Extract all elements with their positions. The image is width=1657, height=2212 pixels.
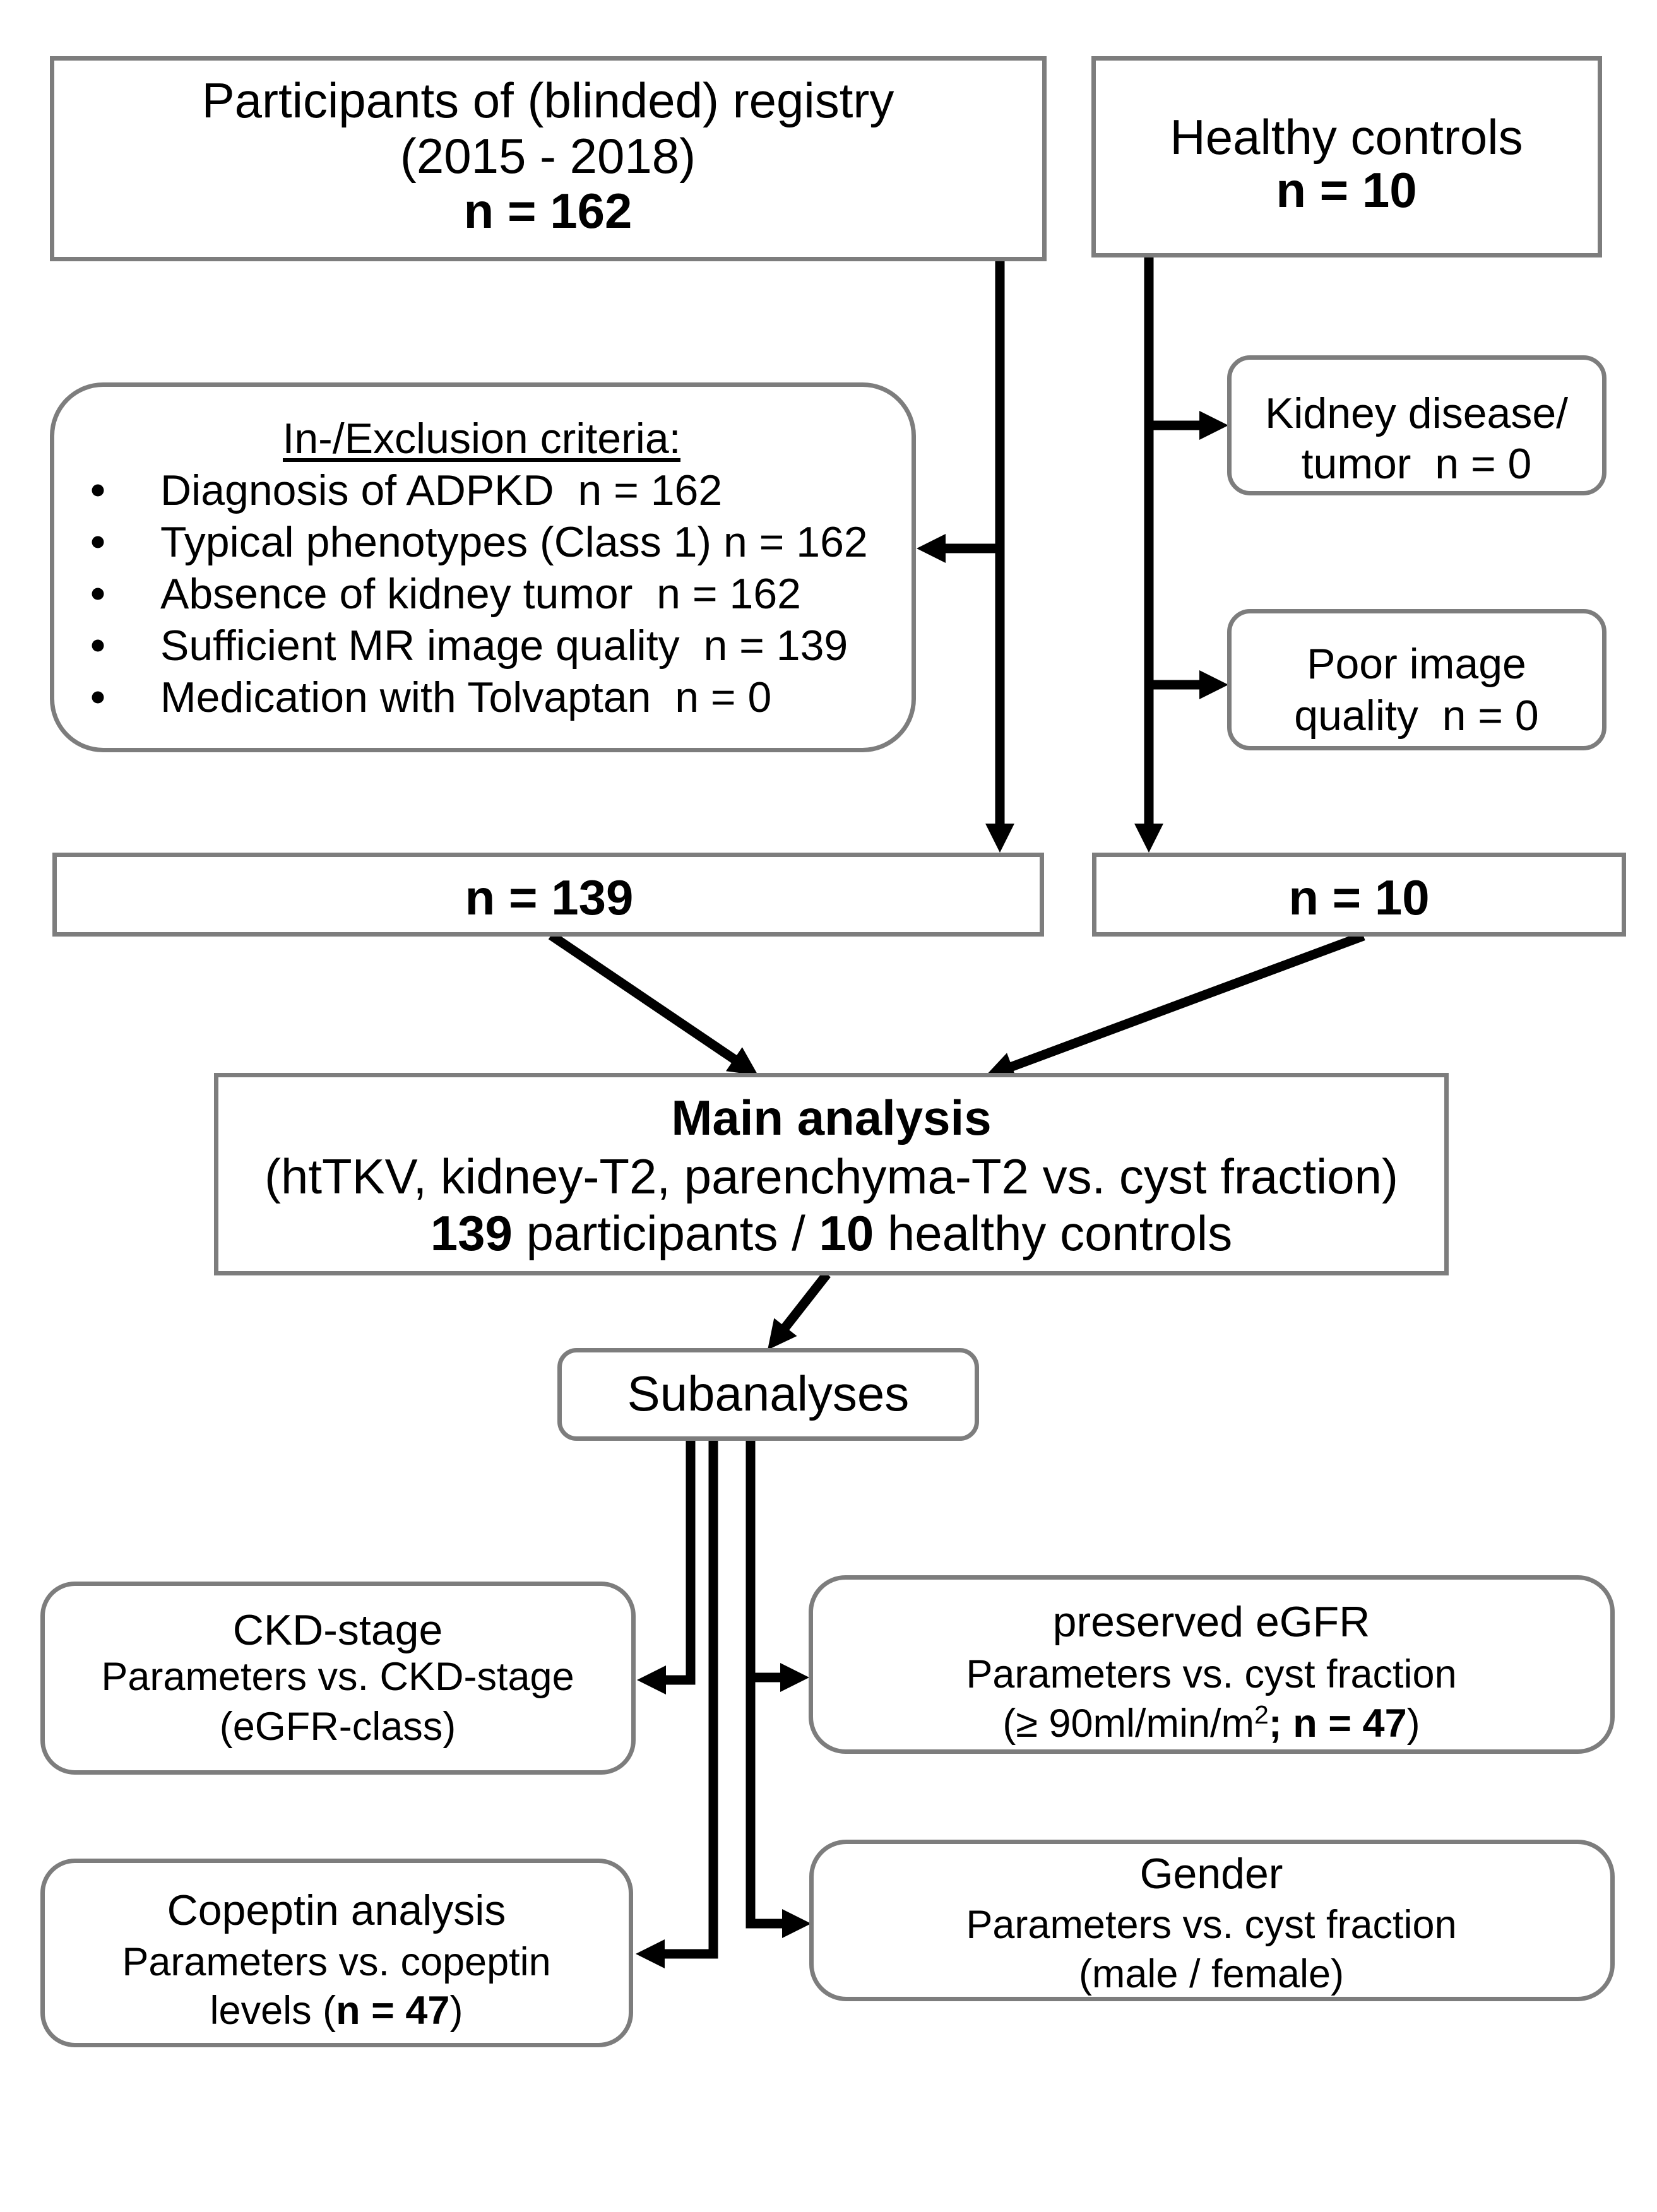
svg-text:Parameters vs. cyst fraction: Parameters vs. cyst fraction: [966, 1903, 1456, 1947]
svg-text:Participants of (blinded) regi: Participants of (blinded) registry: [202, 73, 894, 128]
svg-text:(≥ 90ml/min/m2; n = 47): (≥ 90ml/min/m2; n = 47): [1002, 1700, 1420, 1746]
svg-text:quality n = 0: quality n = 0: [1294, 692, 1538, 740]
svg-text:tumor n = 0: tumor n = 0: [1302, 440, 1532, 488]
svg-text:CKD-stage: CKD-stage: [233, 1606, 443, 1654]
svg-text:Diagnosis of ADPKD n = 162: Diagnosis of ADPKD n = 162: [160, 466, 722, 514]
svg-text:n = 10: n = 10: [1276, 162, 1416, 218]
svg-text:levels (n = 47): levels (n = 47): [210, 1989, 463, 2033]
svg-text:(eGFR-class): (eGFR-class): [220, 1705, 456, 1749]
svg-text:n = 10: n = 10: [1288, 870, 1429, 925]
svg-text:Parameters vs. cyst fraction: Parameters vs. cyst fraction: [966, 1652, 1456, 1696]
svg-text:Healthy controls: Healthy controls: [1170, 109, 1523, 165]
svg-text:Main analysis: Main analysis: [671, 1090, 991, 1145]
svg-text:Medication with Tolvaptan n =: Medication with Tolvaptan n = 0: [160, 673, 771, 721]
svg-text:Poor image: Poor image: [1307, 640, 1526, 688]
svg-text:Parameters vs. CKD-stage: Parameters vs. CKD-stage: [101, 1655, 574, 1699]
svg-text:Parameters vs. copeptin: Parameters vs. copeptin: [122, 1940, 550, 1984]
svg-text:Sufficient MR image quality n: Sufficient MR image quality n = 139: [160, 622, 848, 670]
svg-text:Kidney disease/: Kidney disease/: [1265, 389, 1568, 437]
svg-text:139 participants / 10 healthy: 139 participants / 10 healthy controls: [431, 1205, 1232, 1261]
svg-text:Typical phenotypes (Class 1) n: Typical phenotypes (Class 1) n = 162: [160, 518, 868, 566]
svg-text:Absence of kidney tumor n = 1: Absence of kidney tumor n = 162: [160, 570, 801, 618]
svg-text:(htTKV, kidney-T2, parenchyma-: (htTKV, kidney-T2, parenchyma-T2 vs. cys…: [264, 1149, 1398, 1204]
svg-text:Copeptin analysis: Copeptin analysis: [167, 1886, 506, 1934]
svg-text:preserved eGFR: preserved eGFR: [1053, 1598, 1370, 1646]
svg-text:Subanalyses: Subanalyses: [627, 1366, 910, 1421]
svg-text:(2015 - 2018): (2015 - 2018): [400, 128, 696, 184]
svg-text:In-/Exclusion criteria:: In-/Exclusion criteria:: [282, 415, 680, 463]
svg-text:n = 162: n = 162: [464, 183, 633, 239]
svg-text:n = 139: n = 139: [465, 870, 634, 925]
svg-text:Gender: Gender: [1140, 1850, 1283, 1898]
svg-text:(male / female): (male / female): [1079, 1952, 1344, 1996]
